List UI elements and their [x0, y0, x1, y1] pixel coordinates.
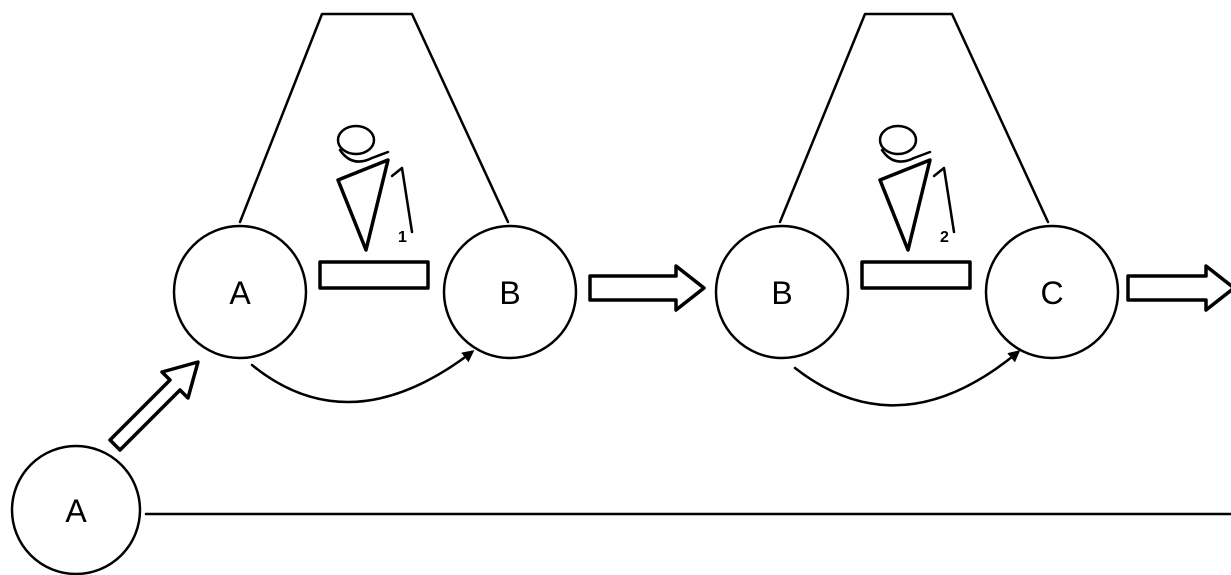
- person-icon: [336, 124, 414, 252]
- block-arrow-icon: [1126, 264, 1231, 312]
- block-arrow-icon: [108, 360, 200, 452]
- stage-2-node-left-label: B: [771, 275, 792, 311]
- stage-1-step-number: 1: [398, 229, 407, 246]
- stage-2-enclosure: [778, 12, 1050, 224]
- stage-1-connector: [250, 350, 475, 404]
- stage-1-enclosure: [238, 12, 510, 224]
- stage-1-node-right: B: [442, 224, 578, 360]
- stage-1-node-left-label: A: [229, 275, 251, 311]
- person-icon: [878, 124, 956, 252]
- block-arrow-icon: [588, 264, 706, 312]
- stage-2-table: [860, 260, 972, 290]
- stage-1-table: [318, 260, 430, 290]
- stage-2-node-left: B: [714, 224, 850, 360]
- stage-2-step-number: 2: [940, 229, 949, 246]
- stage-2-connector: [793, 350, 1021, 407]
- origin-node-label: A: [65, 493, 87, 529]
- stage-2-node-right-label: C: [1040, 275, 1063, 311]
- stage-2: 2 B C: [714, 12, 1120, 407]
- stage-1-node-right-label: B: [499, 275, 520, 311]
- stage-2-node-right: C: [984, 224, 1120, 360]
- origin-node: A: [10, 444, 142, 575]
- stage-1: 1 A B: [172, 12, 578, 404]
- stage-1-node-left: A: [172, 224, 308, 360]
